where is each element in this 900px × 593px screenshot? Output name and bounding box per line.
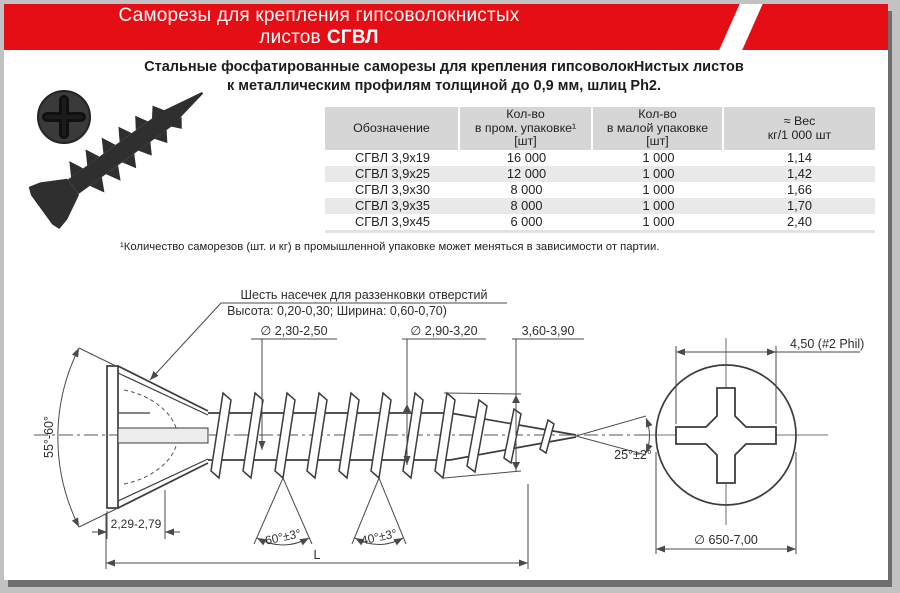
slash-decoration-icon	[716, 4, 765, 50]
table-row: СГВЛ 3,9x19 16 000 1 000 1,14	[355, 150, 812, 165]
table-row: СГВЛ 3,9x25 12 000 1 000 1,42	[325, 166, 875, 182]
title-line1: Саморезы для крепления гипсоволокнистых	[118, 5, 520, 26]
footnote: ¹Количество саморезов (шт. и кг) в промы…	[120, 241, 660, 253]
table-row: СГВЛ 3,9x45 6 000 1 000 2,40	[355, 214, 812, 229]
page-frame: Саморезы для крепления гипсоволокнистых …	[4, 4, 888, 580]
dim-root-diameter: ∅ 2,30-2,50	[260, 324, 327, 338]
dimension-labels: Шесть насечек для раззенковки отверстий …	[42, 288, 864, 562]
dim-tip-angle: 25°±2°	[614, 448, 652, 462]
screw-head-section	[106, 365, 209, 509]
table-row: СГВЛ 3,9x35 8 000 1 000 1,70	[325, 198, 875, 214]
drawing-note-line1: Шесть насечек для раззенковки отверстий	[241, 288, 488, 302]
dim-head-diameter: ∅ 650-7,00	[694, 533, 758, 547]
dim-thread-angle-60: 60°±3°	[264, 526, 303, 547]
table-header-designation: Обозначение	[325, 107, 460, 150]
description: Стальные фосфатированные саморезы для кр…	[144, 59, 744, 94]
drawing-note-line2: Высота: 0,20-0,30; Ширина: 0,60-0,70)	[227, 304, 447, 318]
screw-head-top-view	[37, 90, 91, 144]
dimension-lines	[57, 302, 653, 569]
dim-head-height: 2,29-2,79	[111, 517, 162, 531]
dim-mid-diameter: ∅ 2,90-3,20	[410, 324, 477, 338]
screw-shaft	[208, 412, 577, 461]
phillips-cross	[675, 387, 777, 484]
title-product-code: СГВЛ	[326, 27, 379, 48]
product-photo	[28, 90, 204, 230]
phillips-head-detail	[644, 338, 860, 554]
screw-side-photo	[28, 91, 204, 230]
table-row: СГВЛ 3,9x30 8 000 1 000 1,66	[355, 182, 812, 197]
dim-head-angle: 55°-60°	[42, 416, 56, 458]
dim-length: L	[314, 548, 321, 562]
dim-phillips: 4,50 (#2 Phil)	[790, 337, 864, 351]
page-title: Саморезы для крепления гипсоволокнистых …	[4, 4, 634, 50]
header-bar: Саморезы для крепления гипсоволокнистых …	[4, 4, 888, 50]
technical-drawing: Шесть насечек для раззенковки отверстий …	[34, 288, 864, 569]
table-bottom-rule	[325, 230, 875, 233]
dim-outer-diameter: 3,60-3,90	[522, 324, 575, 338]
